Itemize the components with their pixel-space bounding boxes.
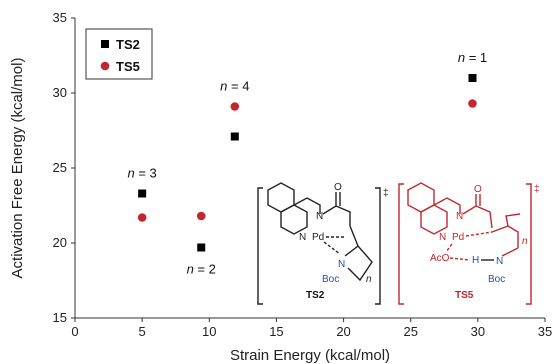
ts5-atom-pd: Pd bbox=[452, 232, 464, 243]
ts2-atom-n-ring: N bbox=[299, 232, 306, 243]
x-tick-label: 15 bbox=[269, 324, 283, 339]
n-annotation: n = 3 bbox=[128, 166, 157, 181]
legend-box bbox=[85, 28, 153, 80]
ts5-bracket-right bbox=[526, 183, 532, 305]
ts5-bracket-left bbox=[398, 183, 404, 305]
ts2-ring-2 bbox=[280, 204, 308, 235]
x-tick-label: 35 bbox=[538, 324, 552, 339]
ts5-chain bbox=[462, 194, 493, 229]
point-ts2 bbox=[468, 74, 477, 82]
ts2-atom-boc: Boc bbox=[322, 274, 339, 285]
y-axis-title: Activation Free Energy (kcal/mol) bbox=[9, 58, 26, 279]
ts5-atom-subscript-n: n bbox=[522, 236, 528, 247]
ts5-dagger: ‡ bbox=[534, 184, 540, 195]
point-ts5 bbox=[196, 211, 206, 221]
ts2-cyclic-amine bbox=[344, 225, 373, 282]
y-tick-label: 25 bbox=[53, 160, 67, 175]
legend-label-ts5: TS5 bbox=[116, 59, 140, 74]
ts5-pd-bonds bbox=[445, 231, 493, 253]
point-ts2 bbox=[138, 189, 147, 198]
ts2-bracket-left bbox=[257, 187, 263, 305]
legend-marker-ts5 bbox=[100, 61, 110, 71]
n-annotation: n = 4 bbox=[220, 79, 249, 94]
x-axis-title: Strain Energy (kcal/mol) bbox=[230, 347, 390, 364]
y-tick-label: 15 bbox=[53, 310, 67, 325]
ts2-chain bbox=[322, 192, 351, 226]
annotations: n = 3 n = 2 n = 4 n = 1 bbox=[128, 50, 488, 277]
ts2-atom-subscript-n: n bbox=[366, 274, 372, 285]
y-tick-label: 20 bbox=[53, 235, 67, 250]
ts5-atom-n-boc: N bbox=[496, 256, 503, 267]
ts5-atom-n-amide: N bbox=[456, 211, 463, 222]
y-tick-label: 35 bbox=[53, 10, 67, 25]
legend-marker-ts2 bbox=[101, 40, 109, 48]
ts5-atom-n-ring: N bbox=[439, 232, 446, 243]
ts2-dagger: ‡ bbox=[383, 188, 389, 199]
legend: TS2 TS5 bbox=[85, 28, 153, 80]
ts2-bracket-right bbox=[375, 187, 381, 305]
ts5-ring-3 bbox=[433, 197, 461, 214]
x-tick-label: 25 bbox=[403, 324, 417, 339]
point-ts2 bbox=[230, 132, 239, 141]
ts5-atom-boc: Boc bbox=[488, 274, 505, 285]
ts2-pd-bonds bbox=[323, 236, 344, 255]
ts5-cyclic-amine bbox=[491, 213, 521, 257]
x-tick-label: 5 bbox=[139, 324, 146, 339]
point-ts5 bbox=[468, 99, 477, 108]
x-tick-label: 0 bbox=[71, 324, 78, 339]
data-marks bbox=[137, 74, 477, 252]
ts2-atom-n-amide: N bbox=[316, 211, 323, 222]
ts2-ring-3 bbox=[293, 197, 321, 214]
ts5-ring-2 bbox=[420, 204, 448, 235]
n-annotation: n = 2 bbox=[187, 262, 216, 277]
ts2-label: TS2 bbox=[306, 290, 325, 301]
point-ts2 bbox=[197, 243, 206, 252]
ts2-atom-n-boc: N bbox=[338, 259, 345, 270]
ts5-atom-aco: AcO bbox=[430, 253, 450, 264]
y-tick-label: 30 bbox=[53, 85, 67, 100]
ts2-structure: ‡ O N N Pd N Boc n TS2 bbox=[257, 182, 389, 305]
x-tick-label: 20 bbox=[336, 324, 350, 339]
point-ts5 bbox=[137, 213, 147, 222]
ts2-atom-pd: Pd bbox=[312, 232, 324, 243]
ts5-atom-o: O bbox=[474, 184, 482, 195]
ts2-atom-o: O bbox=[334, 182, 342, 193]
x-tick-label: 30 bbox=[471, 324, 485, 339]
point-ts5 bbox=[230, 102, 240, 111]
ts5-h-bond bbox=[449, 257, 471, 261]
ts5-atom-h: H bbox=[472, 255, 479, 266]
n-annotation: n = 1 bbox=[458, 50, 487, 65]
legend-label-ts2: TS2 bbox=[116, 37, 140, 52]
x-tick-label: 10 bbox=[202, 324, 216, 339]
ts5-structure: ‡ O N N Pd AcO H N Boc n TS5 bbox=[398, 182, 540, 305]
ts5-label: TS5 bbox=[455, 290, 474, 301]
